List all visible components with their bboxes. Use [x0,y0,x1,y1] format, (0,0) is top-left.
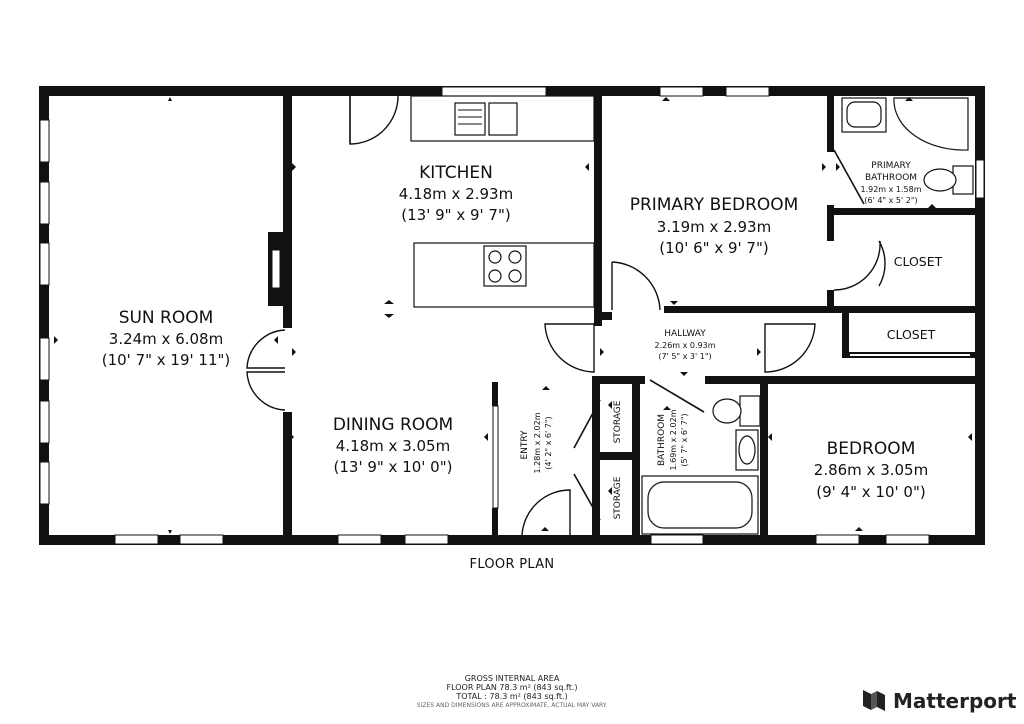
windows [39,86,985,545]
primary-bedroom-imperial: (10' 6" x 9' 7") [659,239,768,257]
storage-lower-name: STORAGE [613,476,623,519]
kitchen-name: KITCHEN [419,163,493,183]
floor-plan-area: FLOOR PLAN 78.3 m² (843 sq.ft.) [446,683,578,692]
area-footer: GROSS INTERNAL AREA FLOOR PLAN 78.3 m² (… [312,674,712,710]
primary-bathroom-metric: 1.92m x 1.58m [860,185,921,194]
storage-upper-name: STORAGE [613,400,623,443]
hallway-imperial: (7' 5" x 3' 1") [658,352,711,361]
sun-room-name: SUN ROOM [119,308,214,328]
fixtures [410,95,974,535]
total-area: TOTAL : 78.3 m² (843 sq.ft.) [456,692,568,701]
bedroom-name: BEDROOM [827,439,916,459]
closet-upper-name: CLOSET [894,254,943,269]
floor-plan-caption: FLOOR PLAN [469,557,555,572]
primary-bedroom-metric: 3.19m x 2.93m [657,218,771,236]
sun-room-metric: 3.24m x 6.08m [109,330,223,348]
hallway-metric: 2.26m x 0.93m [654,341,715,350]
interior-walls [268,96,975,540]
doors [246,95,970,536]
dimension-markers [54,97,972,534]
room-labels: SUN ROOM 3.24m x 6.08m (10' 7" x 19' 11"… [102,161,943,519]
bathroom-imperial: (5' 7" x 6' 7") [680,413,689,466]
brand-name: Matterport [893,689,1017,713]
matterport-brand: Matterport [861,687,1021,715]
primary-bedroom-name: PRIMARY BEDROOM [630,195,799,215]
sun-room-imperial: (10' 7" x 19' 11") [102,351,231,369]
bathroom-name: BATHROOM [657,414,667,466]
primary-bathroom-name-1: PRIMARY [871,161,911,171]
entry-name: ENTRY [520,430,530,460]
kitchen-imperial: (13' 9" x 9' 7") [401,206,510,224]
disclaimer: SIZES AND DIMENSIONS ARE APPROXIMATE, AC… [416,702,608,709]
dining-room-imperial: (13' 9" x 10' 0") [334,458,453,476]
gross-area-heading: GROSS INTERNAL AREA [464,674,560,683]
matterport-logo-icon [863,690,885,711]
entry-imperial: (4' 2" x 6' 7") [544,416,553,469]
kitchen-metric: 4.18m x 2.93m [399,185,513,203]
closet-lower-name: CLOSET [887,327,936,342]
hallway-name: HALLWAY [664,329,706,339]
dining-room-metric: 4.18m x 3.05m [336,437,450,455]
bedroom-imperial: (9' 4" x 10' 0") [816,483,925,501]
primary-bathroom-imperial: (6' 4" x 5' 2") [864,196,917,205]
bedroom-metric: 2.86m x 3.05m [814,461,928,479]
entry-metric: 1.28m x 2.02m [533,412,542,473]
dining-room-name: DINING ROOM [333,415,453,435]
bathroom-metric: 1.69m x 2.02m [669,409,678,470]
primary-bathroom-name-2: BATHROOM [865,173,917,183]
